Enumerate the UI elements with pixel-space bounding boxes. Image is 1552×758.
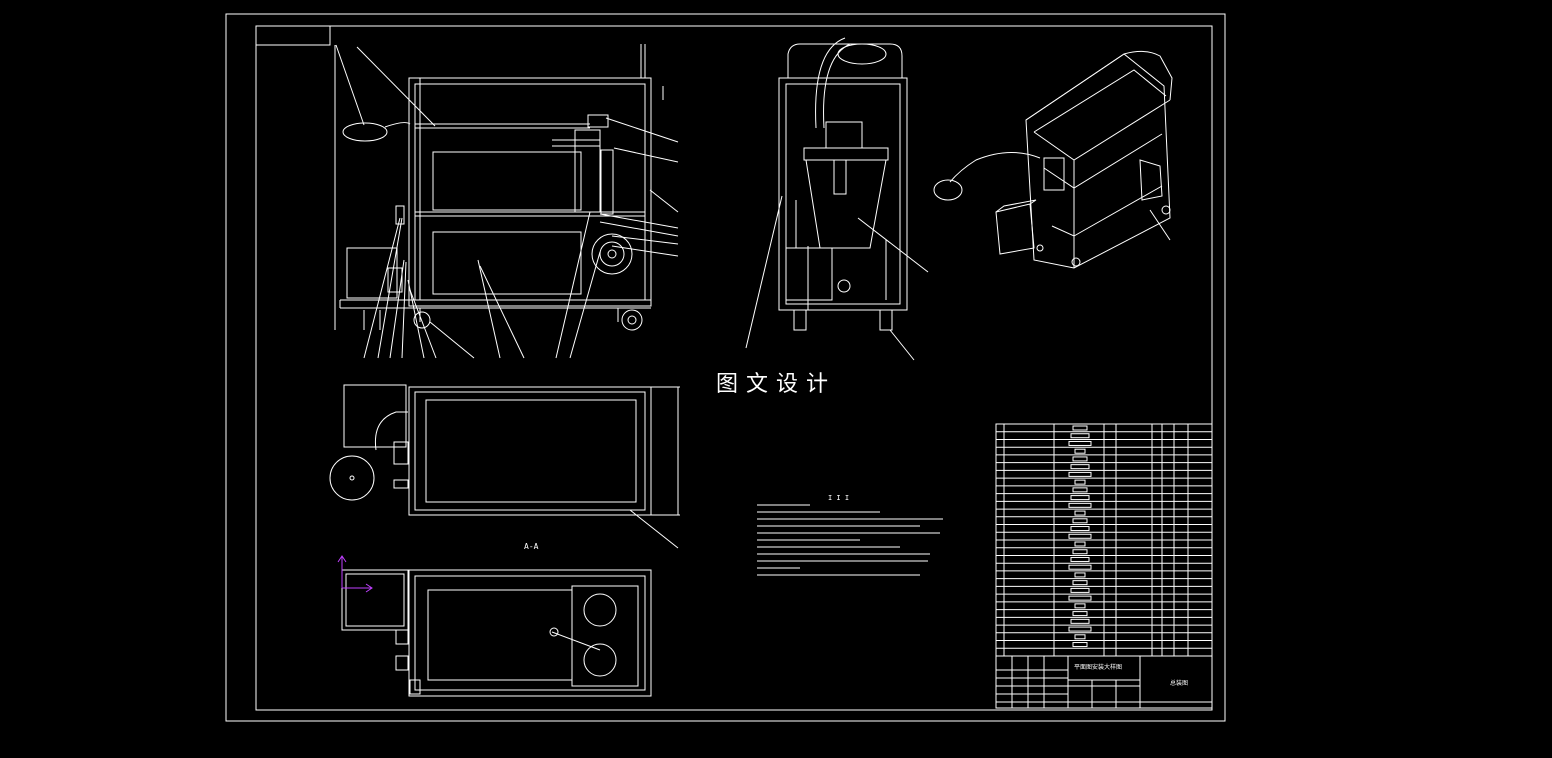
isometric-view: [933, 50, 1173, 269]
bom-cell-text: [1070, 556, 1090, 562]
bom-cell-text: [1072, 611, 1088, 617]
bom-cell-text: [1074, 572, 1086, 578]
bom-cell-text: [1072, 549, 1088, 555]
section-label: A-A: [524, 542, 539, 551]
corner-title-box: [255, 25, 331, 46]
bom-cell-text: [1072, 487, 1088, 493]
section-view: [341, 569, 652, 697]
top-view: [329, 384, 680, 549]
bom-cell-text: [1074, 448, 1086, 454]
bom-cell-text: [1070, 464, 1090, 470]
bom-cell-text: [1072, 518, 1088, 524]
side-view: [745, 37, 929, 361]
bom-cell-text: [1070, 618, 1090, 624]
watermark-text: 图文设计: [716, 372, 837, 397]
bom-cell-text: [1072, 425, 1088, 431]
drawing-name: 平面图安装大样图: [1074, 664, 1123, 671]
inner-border: [255, 25, 1213, 711]
bom-cell-text: [1074, 634, 1086, 640]
bom-cell-text: [1072, 456, 1088, 462]
bom-cell-text: [1068, 626, 1092, 632]
bom-cell-text: [1074, 479, 1086, 485]
bom-cell-text: [1072, 642, 1088, 648]
bom-cell-text: [1068, 440, 1092, 446]
bom-cell-text: [1068, 595, 1092, 601]
bom-cell-text: [1068, 502, 1092, 508]
bom-cell-text: [1068, 471, 1092, 477]
bom-cell-text: [1068, 564, 1092, 570]
bom-cell-text: [1074, 541, 1086, 547]
bom-cell-text: [1070, 526, 1090, 532]
ucs-icon: [337, 555, 373, 593]
technical-notes: [757, 504, 943, 576]
bom-cell-text: [1072, 580, 1088, 586]
bill-of-materials: [995, 423, 1213, 657]
title-block: [995, 655, 1213, 709]
bom-cell-text: [1070, 495, 1090, 501]
front-view: [334, 44, 679, 359]
bom-cell-text: [1070, 433, 1090, 439]
bom-cell-text: [1074, 603, 1086, 609]
bom-cell-text: [1074, 510, 1086, 516]
notes-title: I I I: [828, 494, 850, 502]
bom-cell-text: [1070, 587, 1090, 593]
sheet-label: 总装图: [1170, 680, 1189, 687]
bom-cell-text: [1068, 533, 1092, 539]
outer-border: [225, 13, 1226, 722]
